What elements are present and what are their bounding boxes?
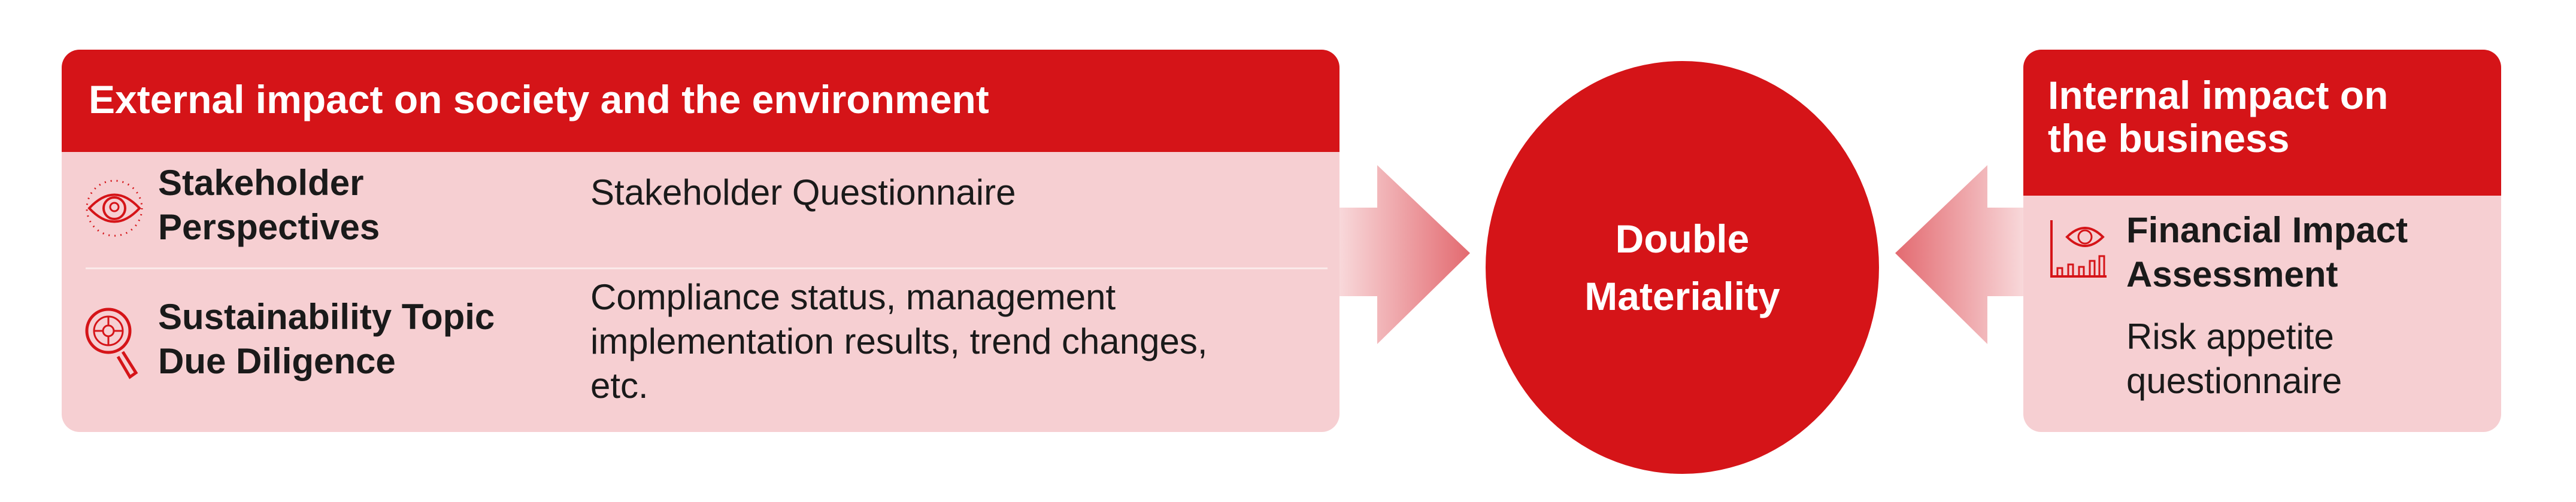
center-line: Double [1615,217,1750,261]
sustainability-due-diligence-desc: Compliance status, management implementa… [590,275,1208,408]
desc-line: questionnaire [2126,361,2342,401]
stakeholder-perspectives-desc: Stakeholder Questionnaire [590,171,1016,215]
financial-impact-label: Financial Impact Assessment [2126,208,2408,297]
title-line: Internal impact on [2048,73,2389,117]
desc-line: implementation results, trend changes, [590,321,1208,361]
internal-impact-title: Internal impact on the business [2023,50,2501,196]
magnifier-target-icon [85,308,138,379]
left-arrow [1895,165,2023,344]
double-materiality-circle: Double Materiality [1486,61,1879,474]
desc-line: Risk appetite [2126,317,2334,357]
row-divider [86,267,1328,269]
desc-line: etc. [590,366,648,406]
label-line: Perspectives [158,207,380,247]
internal-impact-panel: Internal impact on the business Financia… [2023,50,2501,432]
label-line: Stakeholder [158,163,364,203]
label-line: Financial Impact [2126,210,2408,250]
label-line: Due Diligence [158,341,396,381]
eye-chart-icon [2050,220,2107,278]
desc-line: Compliance status, management [590,277,1116,317]
desc-line: Stakeholder Questionnaire [590,172,1016,212]
label-line: Assessment [2126,254,2338,294]
financial-impact-desc: Risk appetite questionnaire [2126,315,2342,403]
sustainability-due-diligence-label: Sustainability Topic Due Diligence [158,295,495,384]
label-line: Sustainability Topic [158,297,495,337]
title-line: the business [2048,116,2290,160]
external-impact-panel: External impact on society and the envir… [62,50,1339,432]
eye-icon [86,179,143,237]
right-arrow [1339,165,1470,344]
stakeholder-perspectives-label: Stakeholder Perspectives [158,161,380,250]
center-line: Materiality [1584,274,1780,318]
external-impact-title: External impact on society and the envir… [62,50,1339,152]
